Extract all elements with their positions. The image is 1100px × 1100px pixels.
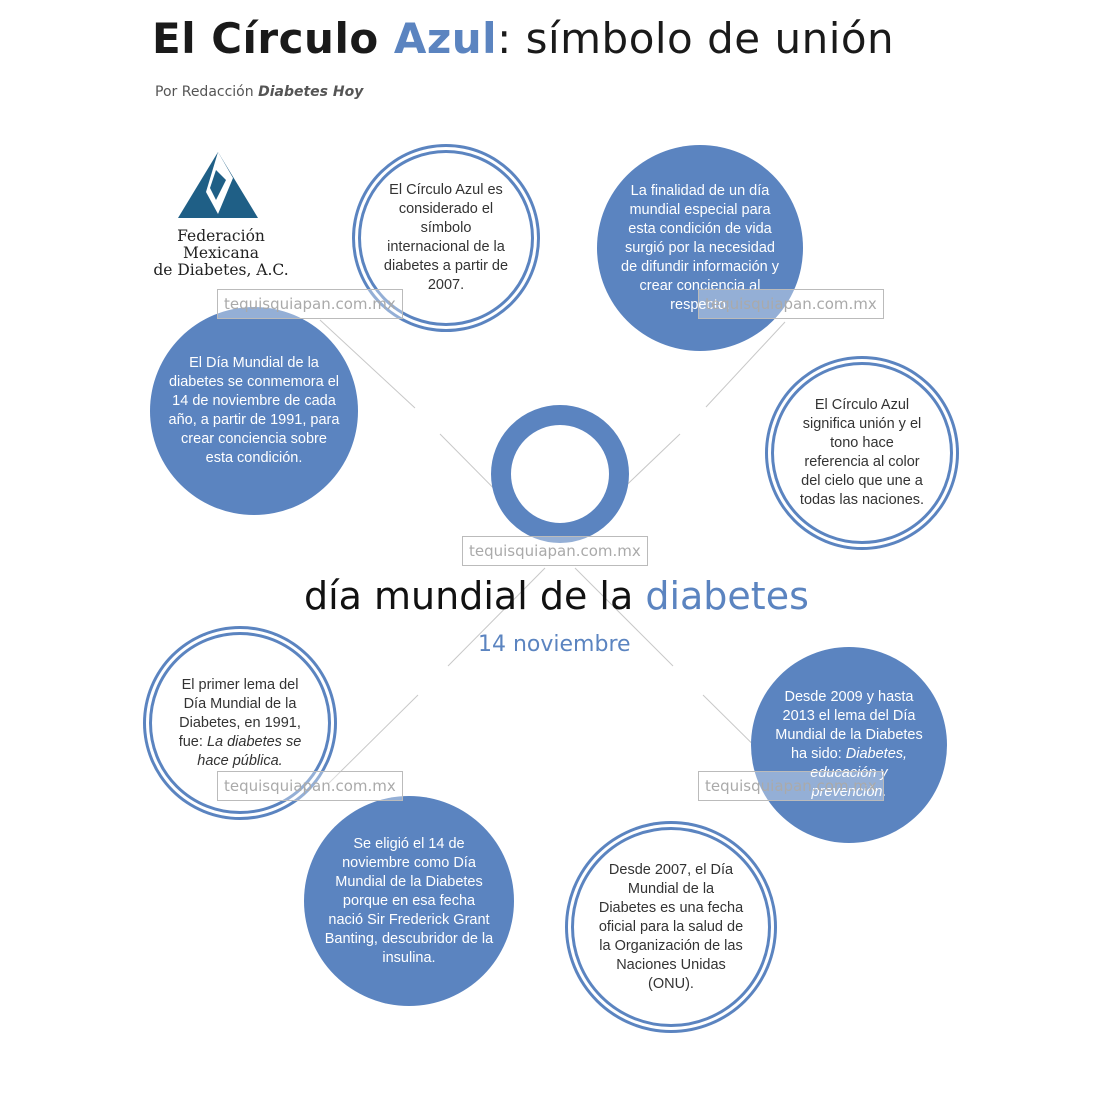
info-circle-commemoration: El Día Mundial de la diabetes se conmemo… xyxy=(150,307,358,515)
first-slogan-quote: La diabetes se hace pública. xyxy=(197,733,302,769)
info-circle-symbol-text: El Círculo Azul es considerado el símbol… xyxy=(383,182,509,293)
info-circle-banting-text: Se eligió el 14 de noviembre como Día Mu… xyxy=(324,835,494,966)
title-accent: Azul xyxy=(393,14,498,63)
info-circle-slogan-2009: Desde 2009 y hasta 2013 el lema del Día … xyxy=(751,647,947,843)
info-circle-purpose: La finalidad de un día mundial especial … xyxy=(597,145,803,351)
page-title: El Círculo Azul: símbolo de unión xyxy=(152,14,894,63)
info-circle-symbol: El Círculo Azul es considerado el símbol… xyxy=(358,150,534,326)
byline-source: Diabetes Hoy xyxy=(258,84,364,100)
info-circle-purpose-text: La finalidad de un día mundial especial … xyxy=(621,182,779,313)
logo-line-1: Federación Mexicana xyxy=(177,227,265,262)
info-circle-first-slogan-text: El primer lema del Día Mundial de la Dia… xyxy=(152,676,328,771)
info-circle-onu: Desde 2007, el Día Mundial de la Diabete… xyxy=(571,827,771,1027)
blue-circle-symbol-icon xyxy=(491,405,629,543)
logo-line-2: de Diabetes, A.C. xyxy=(153,261,289,279)
info-circle-first-slogan: El primer lema del Día Mundial de la Dia… xyxy=(149,632,331,814)
main-title: día mundial de la diabetes xyxy=(304,574,809,618)
info-circle-commemoration-text: El Día Mundial de la diabetes se conmemo… xyxy=(168,355,340,466)
info-circle-banting: Se eligió el 14 de noviembre como Día Mu… xyxy=(304,796,514,1006)
logo-text: Federación Mexicana de Diabetes, A.C. xyxy=(138,228,304,279)
watermark: tequisquiapan.com.mx xyxy=(217,289,403,319)
info-circle-meaning: El Círculo Azul significa unión y el ton… xyxy=(771,362,953,544)
slogan-2009-quote: Diabetes, educación y prevención. xyxy=(810,746,908,800)
main-title-accent: diabetes xyxy=(645,574,809,618)
slogan-2009-text: Desde 2009 y hasta 2013 el lema del Día … xyxy=(775,689,923,762)
byline-prefix: Por Redacción xyxy=(155,84,259,100)
title-part-2: : símbolo de unión xyxy=(497,14,895,63)
main-title-part-1: día mundial de la xyxy=(304,574,646,618)
event-date: 14 noviembre xyxy=(478,632,631,657)
byline: Por Redacción Diabetes Hoy xyxy=(155,84,363,100)
info-circle-onu-text: Desde 2007, el Día Mundial de la Diabete… xyxy=(598,861,744,992)
title-part-1: El Círculo xyxy=(152,14,394,63)
watermark: tequisquiapan.com.mx xyxy=(698,771,884,801)
watermark: tequisquiapan.com.mx xyxy=(698,289,884,319)
watermark: tequisquiapan.com.mx xyxy=(462,536,648,566)
info-circle-slogan-2009-text: Desde 2009 y hasta 2013 el lema del Día … xyxy=(751,688,947,802)
federation-logo-icon xyxy=(178,152,258,218)
info-circle-meaning-text: El Círculo Azul significa unión y el ton… xyxy=(799,397,925,508)
watermark: tequisquiapan.com.mx xyxy=(217,771,403,801)
first-slogan-text: El primer lema del Día Mundial de la Dia… xyxy=(178,676,301,750)
